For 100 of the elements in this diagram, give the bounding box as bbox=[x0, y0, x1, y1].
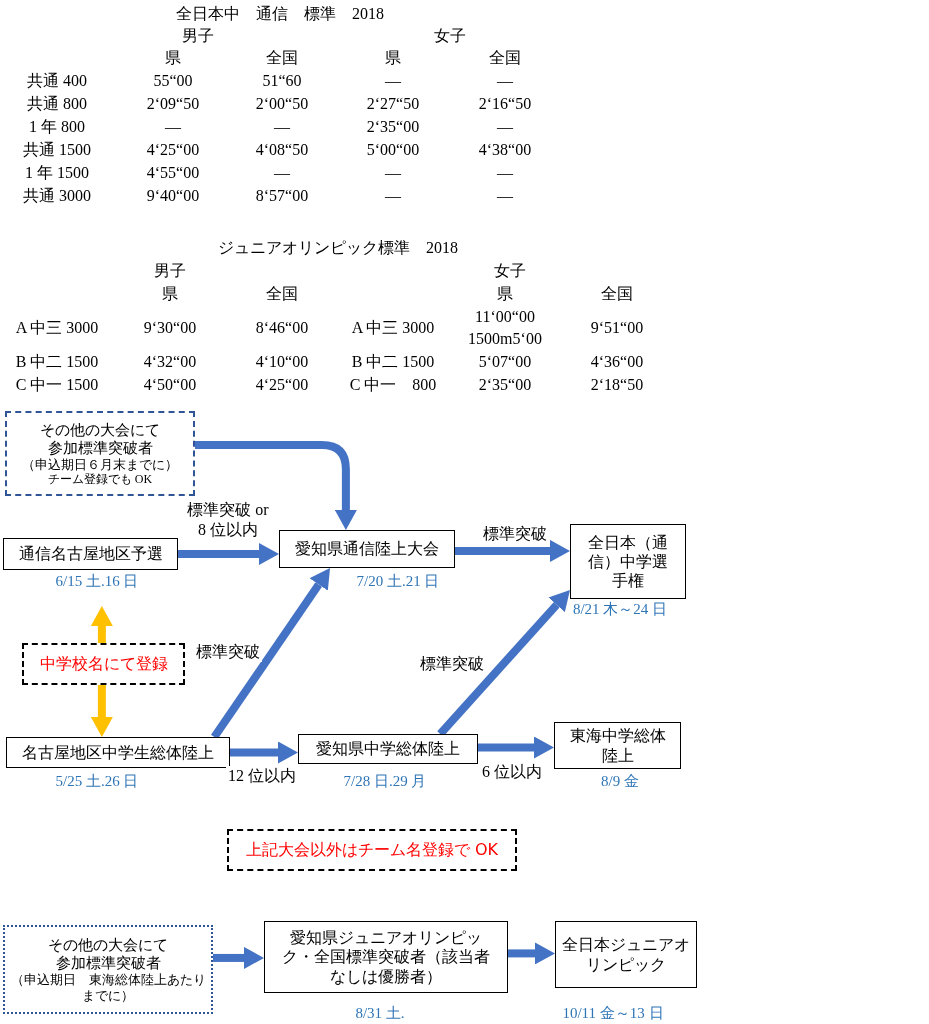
table-cell: — bbox=[274, 118, 290, 136]
edge-label: 12 位以内 bbox=[226, 766, 298, 786]
note-text: （申込期日 東海総体陸上あたりまでに） bbox=[9, 971, 207, 1004]
table-cell: 2‘09“50 bbox=[146, 95, 200, 113]
column-header: 県 bbox=[497, 283, 513, 304]
event-box: 通信名古屋地区予選 bbox=[3, 538, 178, 570]
date-label: 7/28 日.29 月 bbox=[343, 771, 427, 791]
table-cell: — bbox=[497, 118, 513, 136]
date-label: 7/20 土.21 日 bbox=[356, 571, 440, 591]
table-cell: — bbox=[385, 72, 401, 90]
note-text: チーム登録でも OK bbox=[47, 472, 153, 487]
table-cell: 4‘55“00 bbox=[146, 164, 200, 182]
table-cell: 2‘00“50 bbox=[255, 95, 309, 113]
table-cell: — bbox=[274, 164, 290, 182]
note-box: 中学校名にて登録 bbox=[22, 643, 185, 685]
event-box: 愛知県通信陸上大会 bbox=[279, 530, 455, 568]
event-box: 東海中学総体陸上 bbox=[554, 722, 681, 769]
row-label: 共通 3000 bbox=[23, 185, 91, 206]
table-cell: 9‘40“00 bbox=[146, 187, 200, 205]
table-cell: — bbox=[497, 72, 513, 90]
table-cell: — bbox=[165, 118, 181, 136]
edge-label: 標準突破 bbox=[481, 524, 549, 544]
date-label: 8/31 土. bbox=[355, 1003, 405, 1023]
column-header: 全国 bbox=[601, 283, 633, 304]
column-header: 男子 bbox=[154, 260, 186, 281]
table-cell-text: 11‘00“00 1500m5‘00 bbox=[467, 306, 543, 349]
event-box: 全日本（通信）中学選手権 bbox=[570, 524, 686, 599]
arrow bbox=[178, 543, 279, 565]
arrow bbox=[195, 441, 357, 530]
table-cell: 8‘57“00 bbox=[255, 187, 309, 205]
column-header: 男子 bbox=[182, 25, 214, 46]
table-cell: 2‘27“50 bbox=[366, 95, 420, 113]
date-label: 8/21 木～24 日 bbox=[572, 599, 668, 619]
note-text: （申込期日６月末までに） bbox=[22, 456, 178, 473]
table-title: 全日本中 通信 標準 2018 bbox=[176, 3, 384, 24]
date-label: 6/15 土.16 日 bbox=[55, 571, 139, 591]
table-cell: 51“60 bbox=[262, 72, 302, 90]
table-cell: — bbox=[497, 164, 513, 182]
arrow bbox=[455, 539, 570, 562]
column-header: 県 bbox=[165, 47, 181, 68]
table-cell: 5‘00“00 bbox=[366, 141, 420, 159]
table-cell: 4‘08“50 bbox=[255, 141, 309, 159]
table-cell: 4‘50“00 bbox=[143, 376, 197, 394]
event-box: 名古屋地区中学生総体陸上 bbox=[6, 737, 230, 768]
table-cell: 4‘10“00 bbox=[255, 353, 309, 371]
table-cell: 9‘51“00 bbox=[590, 319, 644, 337]
event-box: 愛知県ジュニアオリンピック・全国標準突破者（該当者なしは優勝者） bbox=[264, 921, 508, 993]
arrow bbox=[230, 741, 298, 764]
date-label: 8/9 金 bbox=[601, 771, 639, 791]
table-cell: 4‘25“00 bbox=[255, 376, 309, 394]
table-cell: 55“00 bbox=[153, 72, 193, 90]
table-cell: — bbox=[497, 187, 513, 205]
row-label: C 中一 1500 bbox=[15, 374, 99, 395]
column-header: 県 bbox=[385, 47, 401, 68]
edge-label: 標準突破 bbox=[194, 642, 262, 662]
event-box: 愛知県中学総体陸上 bbox=[298, 734, 478, 764]
row-label: 共通 400 bbox=[27, 70, 87, 91]
arrow bbox=[508, 942, 555, 965]
table-title: ジュニアオリンピック標準 2018 bbox=[218, 237, 458, 258]
table-cell: 4‘25“00 bbox=[146, 141, 200, 159]
row-label: 1 年 800 bbox=[29, 116, 85, 137]
arrow bbox=[90, 685, 113, 737]
dashed-box bbox=[5, 411, 195, 496]
table-cell: — bbox=[385, 164, 401, 182]
arrow bbox=[90, 606, 113, 643]
box-text: その他の大会にて参加標準突破者 bbox=[47, 935, 169, 972]
row-label: B 中二 1500 bbox=[351, 351, 435, 372]
column-header: 全国 bbox=[489, 47, 521, 68]
table-cell: 5‘07“00 bbox=[478, 353, 532, 371]
edge-label: 標準突破 bbox=[418, 654, 486, 674]
table-cell: 4‘32“00 bbox=[143, 353, 197, 371]
table-cell: — bbox=[385, 187, 401, 205]
arrow bbox=[478, 736, 554, 759]
table-cell: 8‘46“00 bbox=[255, 319, 309, 337]
table-cell: 4‘36“00 bbox=[590, 353, 644, 371]
box-text: その他の大会にて参加標準突破者 bbox=[39, 420, 161, 457]
row-label: 共通 800 bbox=[27, 93, 87, 114]
column-header: 全国 bbox=[266, 47, 298, 68]
table-cell: 2‘35“00 bbox=[366, 118, 420, 136]
table-cell: 2‘18“50 bbox=[590, 376, 644, 394]
row-label: A 中三 3000 bbox=[15, 317, 99, 338]
edge-label: 6 位以内 bbox=[480, 762, 544, 782]
column-header: 女子 bbox=[494, 260, 526, 281]
column-header: 県 bbox=[162, 283, 178, 304]
date-label: 10/11 金～13 日 bbox=[562, 1003, 664, 1023]
row-label: A 中三 3000 bbox=[351, 317, 435, 338]
column-header: 全国 bbox=[266, 283, 298, 304]
row-label: B 中二 1500 bbox=[15, 351, 99, 372]
dotted-box bbox=[3, 925, 213, 1014]
table-cell: 2‘16“50 bbox=[478, 95, 532, 113]
date-label: 5/25 土.26 日 bbox=[55, 771, 139, 791]
row-label: C 中一 800 bbox=[349, 374, 437, 395]
arrow bbox=[213, 946, 264, 969]
row-label: 共通 1500 bbox=[23, 139, 91, 160]
column-header: 女子 bbox=[434, 25, 466, 46]
table-cell: 2‘35“00 bbox=[478, 376, 532, 394]
event-box: 全日本ジュニアオリンピック bbox=[555, 921, 697, 988]
note-box: 上記大会以外はチーム名登録で OK bbox=[227, 829, 517, 871]
table-cell: 9‘30“00 bbox=[143, 319, 197, 337]
table-cell: 4‘38“00 bbox=[478, 141, 532, 159]
